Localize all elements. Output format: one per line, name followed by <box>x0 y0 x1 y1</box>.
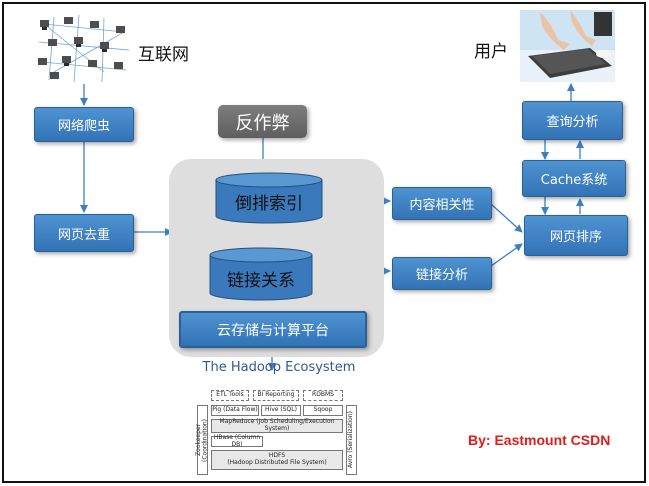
crawler-box: 网络爬虫 <box>34 107 134 142</box>
bi-reporting-box: BI Reporting <box>253 390 299 401</box>
link-relation-label: 链接关系 <box>227 271 295 291</box>
antispam-box: 反作弊 <box>218 105 307 138</box>
hdfs-box: HDFS (Hadoop Distributed File System) <box>211 450 343 470</box>
cache-system-box: Cache系统 <box>522 160 626 197</box>
rdbms-box: RDBMS <box>303 390 343 401</box>
cylinder-shape <box>215 172 323 224</box>
hdfs-title: HDFS <box>268 452 286 460</box>
user-keyboard-image <box>520 10 615 82</box>
page-ranking-box: 网页排序 <box>524 215 628 256</box>
cylinder-shape <box>209 247 313 301</box>
hive-box: Hive (SQL) <box>261 405 301 416</box>
zookeeper-box: Zookeeper (Coordination) <box>195 405 209 475</box>
avro-box: Avro (Serialization) <box>346 405 357 475</box>
inverted-index-cylinder: 倒排索引 <box>214 172 324 224</box>
link-relation-cylinder: 链接关系 <box>208 247 314 301</box>
ecosystem-caption: The Hadoop Ecosystem <box>202 360 356 375</box>
mapreduce-box: MapReduce (Job Scheduling/Execution Syst… <box>211 419 343 433</box>
sqoop-box: Sqoop <box>303 405 343 416</box>
cloud-platform-box: 云存储与计算平台 <box>179 311 367 348</box>
query-analysis-box: 查询分析 <box>522 101 623 140</box>
arrow-content-ranking <box>490 203 523 233</box>
internet-network-image <box>34 12 134 84</box>
pig-box: Pig (Data Flow) <box>211 405 259 416</box>
dedup-box: 网页去重 <box>34 214 134 252</box>
user-label: 用户 <box>474 42 508 62</box>
arrow-linkanalysis-ranking <box>490 243 523 267</box>
internet-label: 互联网 <box>138 45 189 65</box>
link-analysis-box: 链接分析 <box>392 257 492 290</box>
content-relevance-box: 内容相关性 <box>392 187 492 220</box>
author-byline: By: Eastmount CSDN <box>468 432 611 448</box>
hadoop-stack-figure: ETL Tools BI Reporting RDBMS Pig (Data F… <box>195 390 363 478</box>
etl-tools-box: ETL Tools <box>211 390 249 401</box>
inverted-index-label: 倒排索引 <box>235 194 303 214</box>
hbase-box: HBase (Column DB) <box>211 434 263 447</box>
hdfs-subtitle: (Hadoop Distributed File System) <box>227 459 327 466</box>
